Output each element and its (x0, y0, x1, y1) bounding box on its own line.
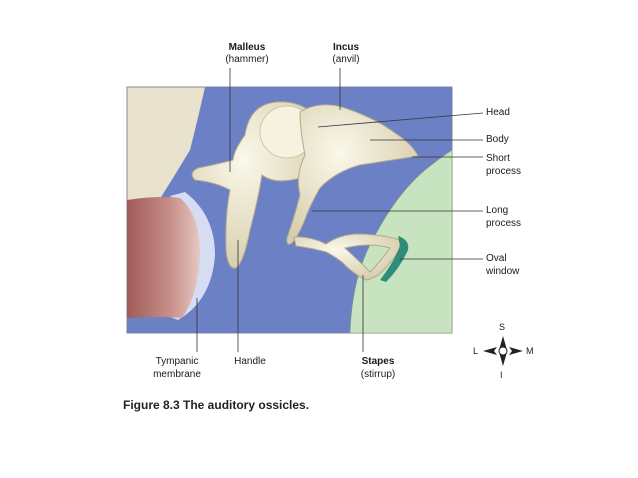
stapes-label: Stapes (361, 356, 395, 367)
compass-inferior: I (500, 370, 503, 380)
incus-label: Incus (332, 42, 360, 53)
tympanic-membrane-label-line2: membrane (153, 369, 201, 380)
long-process-label-line1: Long (486, 205, 509, 216)
tympanic-membrane-label-line1: Tympanic (155, 356, 199, 367)
figure-caption: Figure 8.3 The auditory ossicles. (123, 398, 310, 412)
short-process-label-line2: process (486, 166, 522, 177)
incus-sub-label: (anvil) (332, 54, 360, 65)
stapes-sub-label: (stirrup) (360, 369, 396, 380)
compass-lateral: L (473, 346, 479, 356)
body-label: Body (486, 134, 509, 145)
head-label: Head (486, 107, 510, 118)
oval-window-label-line1: Oval (486, 253, 507, 264)
compass-superior: S (499, 322, 506, 332)
short-process-label-line1: Short (486, 153, 510, 164)
ear-canal (127, 196, 200, 318)
handle-label: Handle (234, 356, 266, 367)
oval-window-shape (380, 236, 409, 282)
malleus-sub-label: (hammer) (225, 54, 269, 65)
oval-window-label-line2: window (486, 266, 520, 277)
long-process-label-line2: process (486, 218, 522, 229)
compass-medial: M (526, 346, 534, 356)
tympanic-membrane-shape (165, 192, 215, 320)
malleus-label: Malleus (228, 42, 266, 53)
stapes-bone (293, 233, 401, 281)
orientation-compass (483, 336, 523, 366)
